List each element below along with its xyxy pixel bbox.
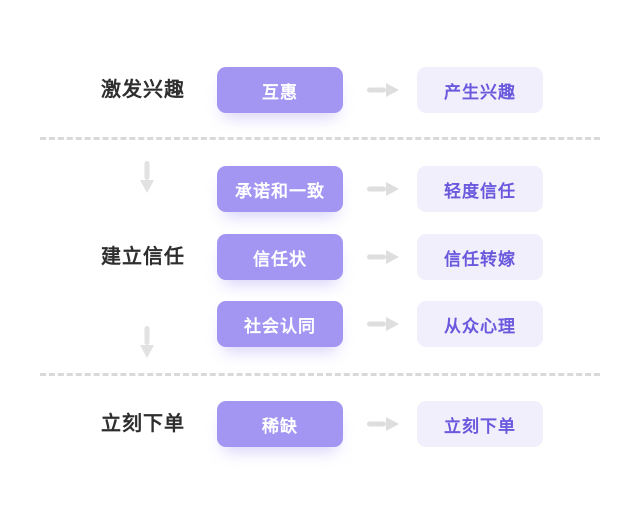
result-box: 立刻下单: [417, 401, 543, 447]
result-box: 从众心理: [417, 301, 543, 347]
stage-label-spark-interest: 激发兴趣: [101, 79, 185, 101]
tactic-box: 稀缺: [217, 401, 343, 447]
result-box: 信任转嫁: [417, 234, 543, 280]
stage-divider: [40, 373, 600, 376]
right-arrow-icon: [367, 250, 399, 264]
tactic-box: 社会认同: [217, 301, 343, 347]
down-arrow-icon: [140, 326, 154, 358]
result-box: 产生兴趣: [417, 67, 543, 113]
right-arrow-icon: [367, 83, 399, 97]
result-box: 轻度信任: [417, 166, 543, 212]
right-arrow-icon: [367, 317, 399, 331]
tactic-box: 承诺和一致: [217, 166, 343, 212]
down-arrow-icon: [140, 161, 154, 193]
right-arrow-icon: [367, 417, 399, 431]
tactic-box: 互惠: [217, 67, 343, 113]
stage-label-order-now: 立刻下单: [101, 413, 185, 435]
tactic-box: 信任状: [217, 234, 343, 280]
right-arrow-icon: [367, 182, 399, 196]
stage-label-build-trust: 建立信任: [101, 246, 185, 268]
stage-divider: [40, 137, 600, 140]
